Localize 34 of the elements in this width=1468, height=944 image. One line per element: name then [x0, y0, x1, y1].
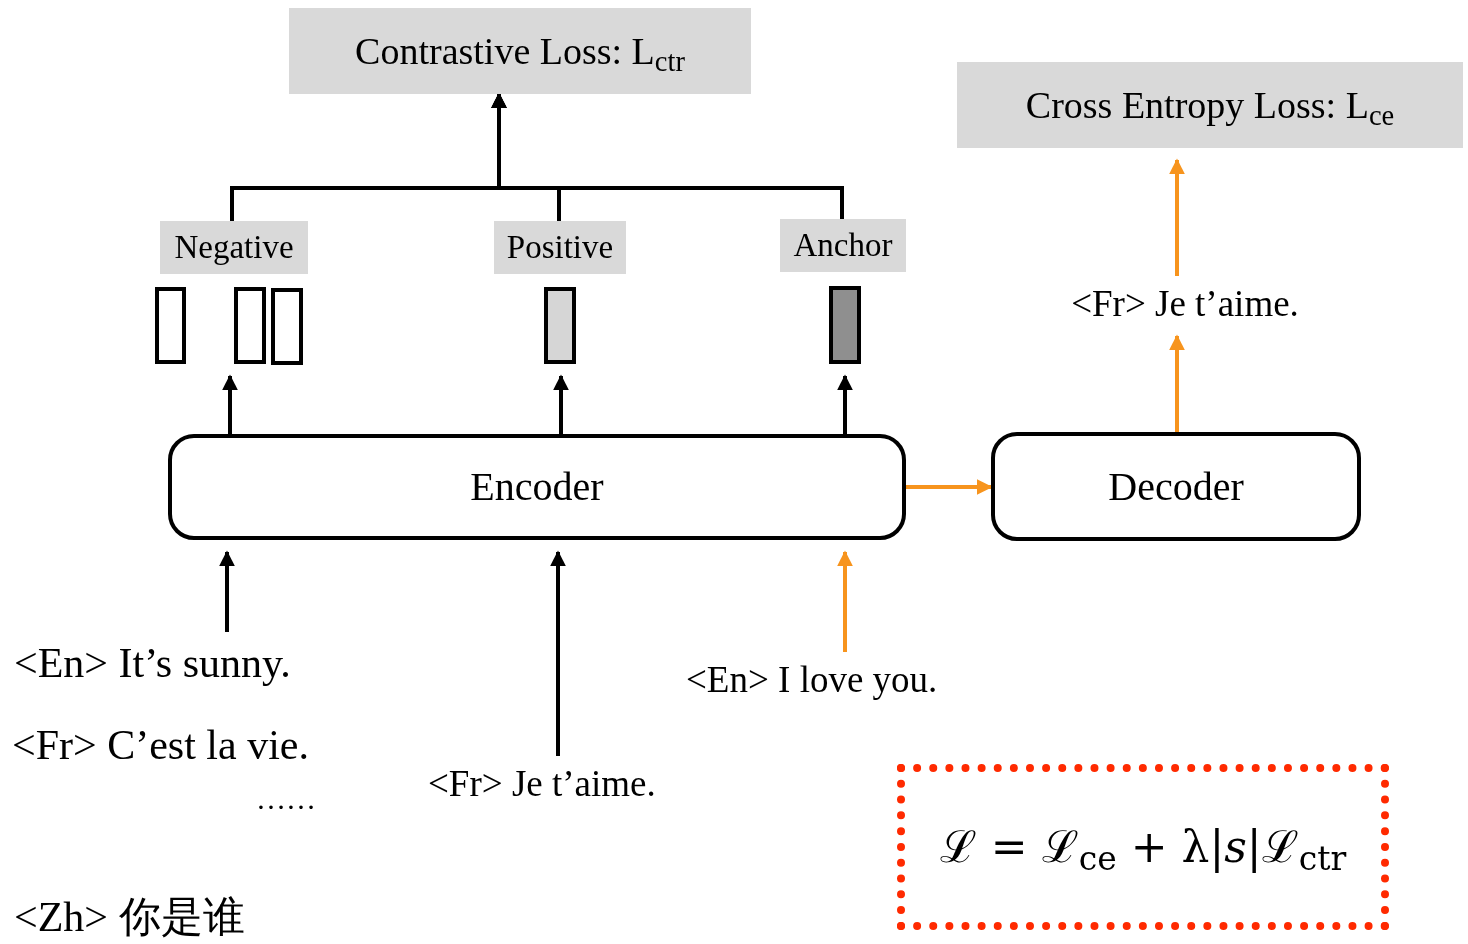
arrow	[837, 374, 853, 434]
arrow	[1169, 158, 1185, 276]
embedding-bar	[271, 288, 303, 365]
embedding-bar	[234, 287, 266, 364]
input-sentence: <En> It’s sunny.	[14, 632, 359, 686]
arrow	[837, 550, 853, 652]
formula-box	[897, 764, 1389, 930]
arrow	[1169, 334, 1185, 432]
embedding-bar	[829, 286, 861, 364]
sample-label: Positive	[494, 221, 626, 274]
input-sentence: <Zh> 你是谁	[14, 892, 304, 944]
ellipsis: ……	[256, 776, 332, 812]
arrow	[553, 374, 569, 434]
decoder-label: Decoder	[1108, 462, 1244, 511]
loss-box	[957, 62, 1463, 148]
arrow	[222, 374, 238, 434]
loss-formula: ℒ = ℒ$_{ce}$ + λ|s|ℒ$_{ctr}$	[939, 820, 1347, 880]
loss-label: Cross Entropy Loss: L$_{ce}$	[1025, 82, 1395, 133]
input-sentence: <Fr> Je t’aime.	[428, 756, 713, 806]
sample-label: Anchor	[780, 219, 906, 272]
arrow	[550, 550, 566, 756]
input-sentence: <Fr> C’est la vie.	[12, 714, 372, 768]
sample-label: Negative	[160, 221, 308, 274]
loss-box	[289, 8, 751, 94]
arrow	[906, 479, 993, 495]
decoder-box	[991, 432, 1361, 541]
embedding-bar	[155, 287, 186, 364]
output-sentence: <Fr> Je t’aime.	[1040, 276, 1330, 324]
arrow	[219, 550, 235, 632]
embedding-bar	[544, 287, 576, 364]
encoder-label: Encoder	[470, 463, 604, 511]
encoder-box	[168, 434, 906, 540]
loss-label: Contrastive Loss: L$_{ctr}$	[355, 28, 685, 79]
input-sentence: <En> I love you.	[686, 652, 1001, 702]
